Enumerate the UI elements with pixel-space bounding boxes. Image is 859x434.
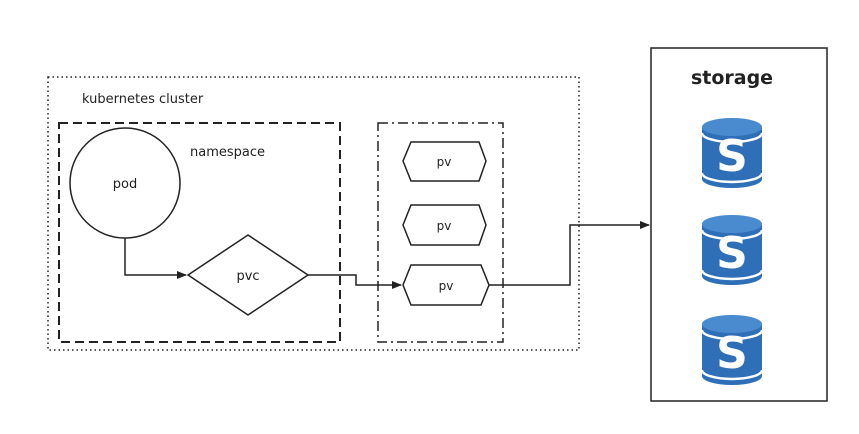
pv-node-3: [402, 264, 490, 306]
pvc-node: [186, 234, 310, 316]
storage-cylinder-icon: S: [700, 313, 764, 387]
pv-label-2: pv: [437, 219, 452, 233]
storage-cylinder-icon: S: [700, 213, 764, 287]
storage-icon-letter: S: [716, 328, 748, 379]
edge-pod-to-pvc: [124, 238, 187, 279]
cluster-label: kubernetes cluster: [82, 92, 204, 107]
pv-group-boundary: [377, 122, 504, 343]
pv-label-1: pv: [437, 155, 452, 169]
pod-label: pod: [113, 177, 137, 192]
edge-pv-to-storage: [489, 221, 650, 286]
pv-label-3: pv: [439, 279, 454, 293]
cluster-boundary: [47, 76, 580, 351]
storage-cylinder-icon: S: [700, 116, 764, 190]
edge-pvc-to-pv: [308, 274, 402, 289]
namespace-label: namespace: [190, 145, 265, 160]
pvc-label: pvc: [236, 269, 259, 284]
namespace-boundary: [58, 122, 341, 343]
storage-title: storage: [691, 67, 773, 89]
storage-icon-letter: S: [716, 131, 748, 182]
pv-node-1: [402, 141, 487, 182]
storage-icon-letter: S: [716, 228, 748, 279]
pv-node-2: [402, 204, 487, 246]
